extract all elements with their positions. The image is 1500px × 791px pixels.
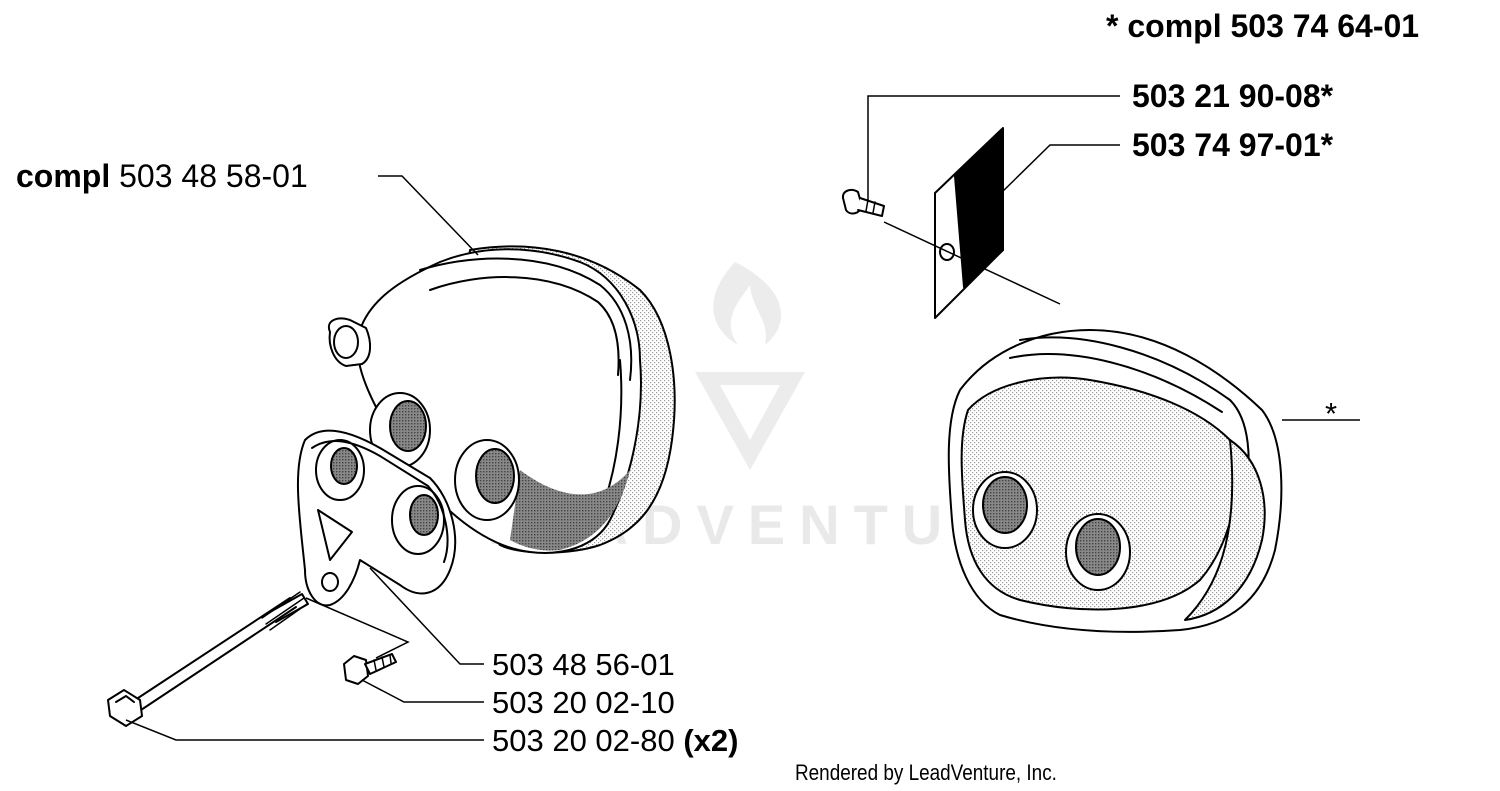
leader-plate-right bbox=[997, 144, 1120, 197]
kit-part-number: 503 74 64-01 bbox=[1230, 8, 1420, 44]
screw-right-drawing bbox=[841, 189, 885, 217]
leader-bolt-to-gasket bbox=[305, 597, 410, 659]
gasket-label: 503 48 56-01 bbox=[492, 649, 675, 680]
leader-small-screw bbox=[361, 679, 484, 703]
screw-right-label: 503 21 90-08* bbox=[1132, 80, 1333, 112]
long-bolt-drawing bbox=[107, 591, 309, 727]
render-credit: Rendered by LeadVenture, Inc. bbox=[795, 760, 1057, 785]
small-screw-part-number: 503 20 02-10 bbox=[492, 685, 675, 720]
bolt-long-qty: (x2) bbox=[683, 723, 739, 758]
gasket-part-number: 503 48 56-01 bbox=[492, 647, 675, 682]
leader-screw-right bbox=[867, 95, 1120, 200]
screw-right-part-number: 503 21 90-08* bbox=[1132, 78, 1334, 114]
bolt-long-part-number: 503 20 02-80 bbox=[492, 723, 675, 758]
muffler-right-label: * bbox=[1325, 398, 1337, 429]
muffler-left-label: compl 503 48 58-01 bbox=[16, 160, 308, 192]
plate-right-drawing bbox=[934, 127, 1004, 319]
muffler-left-compl: compl bbox=[16, 158, 111, 194]
leader-muffler-left bbox=[378, 175, 479, 256]
gasket-drawing bbox=[296, 429, 457, 607]
kit-label-right: * compl 503 74 64-01 bbox=[1106, 10, 1419, 42]
bolt-long-label: 503 20 02-80 (x2) bbox=[492, 725, 738, 756]
plate-right-label: 503 74 97-01* bbox=[1132, 129, 1333, 161]
leader-bolt-long bbox=[125, 719, 484, 741]
leader-gasket bbox=[369, 567, 484, 665]
kit-prefix: * compl bbox=[1106, 8, 1222, 44]
muffler-left-part-number: 503 48 58-01 bbox=[119, 158, 308, 194]
muffler-right-drawing bbox=[947, 329, 1283, 633]
plate-right-part-number: 503 74 97-01* bbox=[1132, 127, 1334, 163]
small-screw-label: 503 20 02-10 bbox=[492, 687, 675, 718]
muffler-right-asterisk: * bbox=[1325, 396, 1338, 431]
leader-plate-hole bbox=[883, 221, 1061, 305]
small-screw-drawing bbox=[343, 653, 397, 685]
